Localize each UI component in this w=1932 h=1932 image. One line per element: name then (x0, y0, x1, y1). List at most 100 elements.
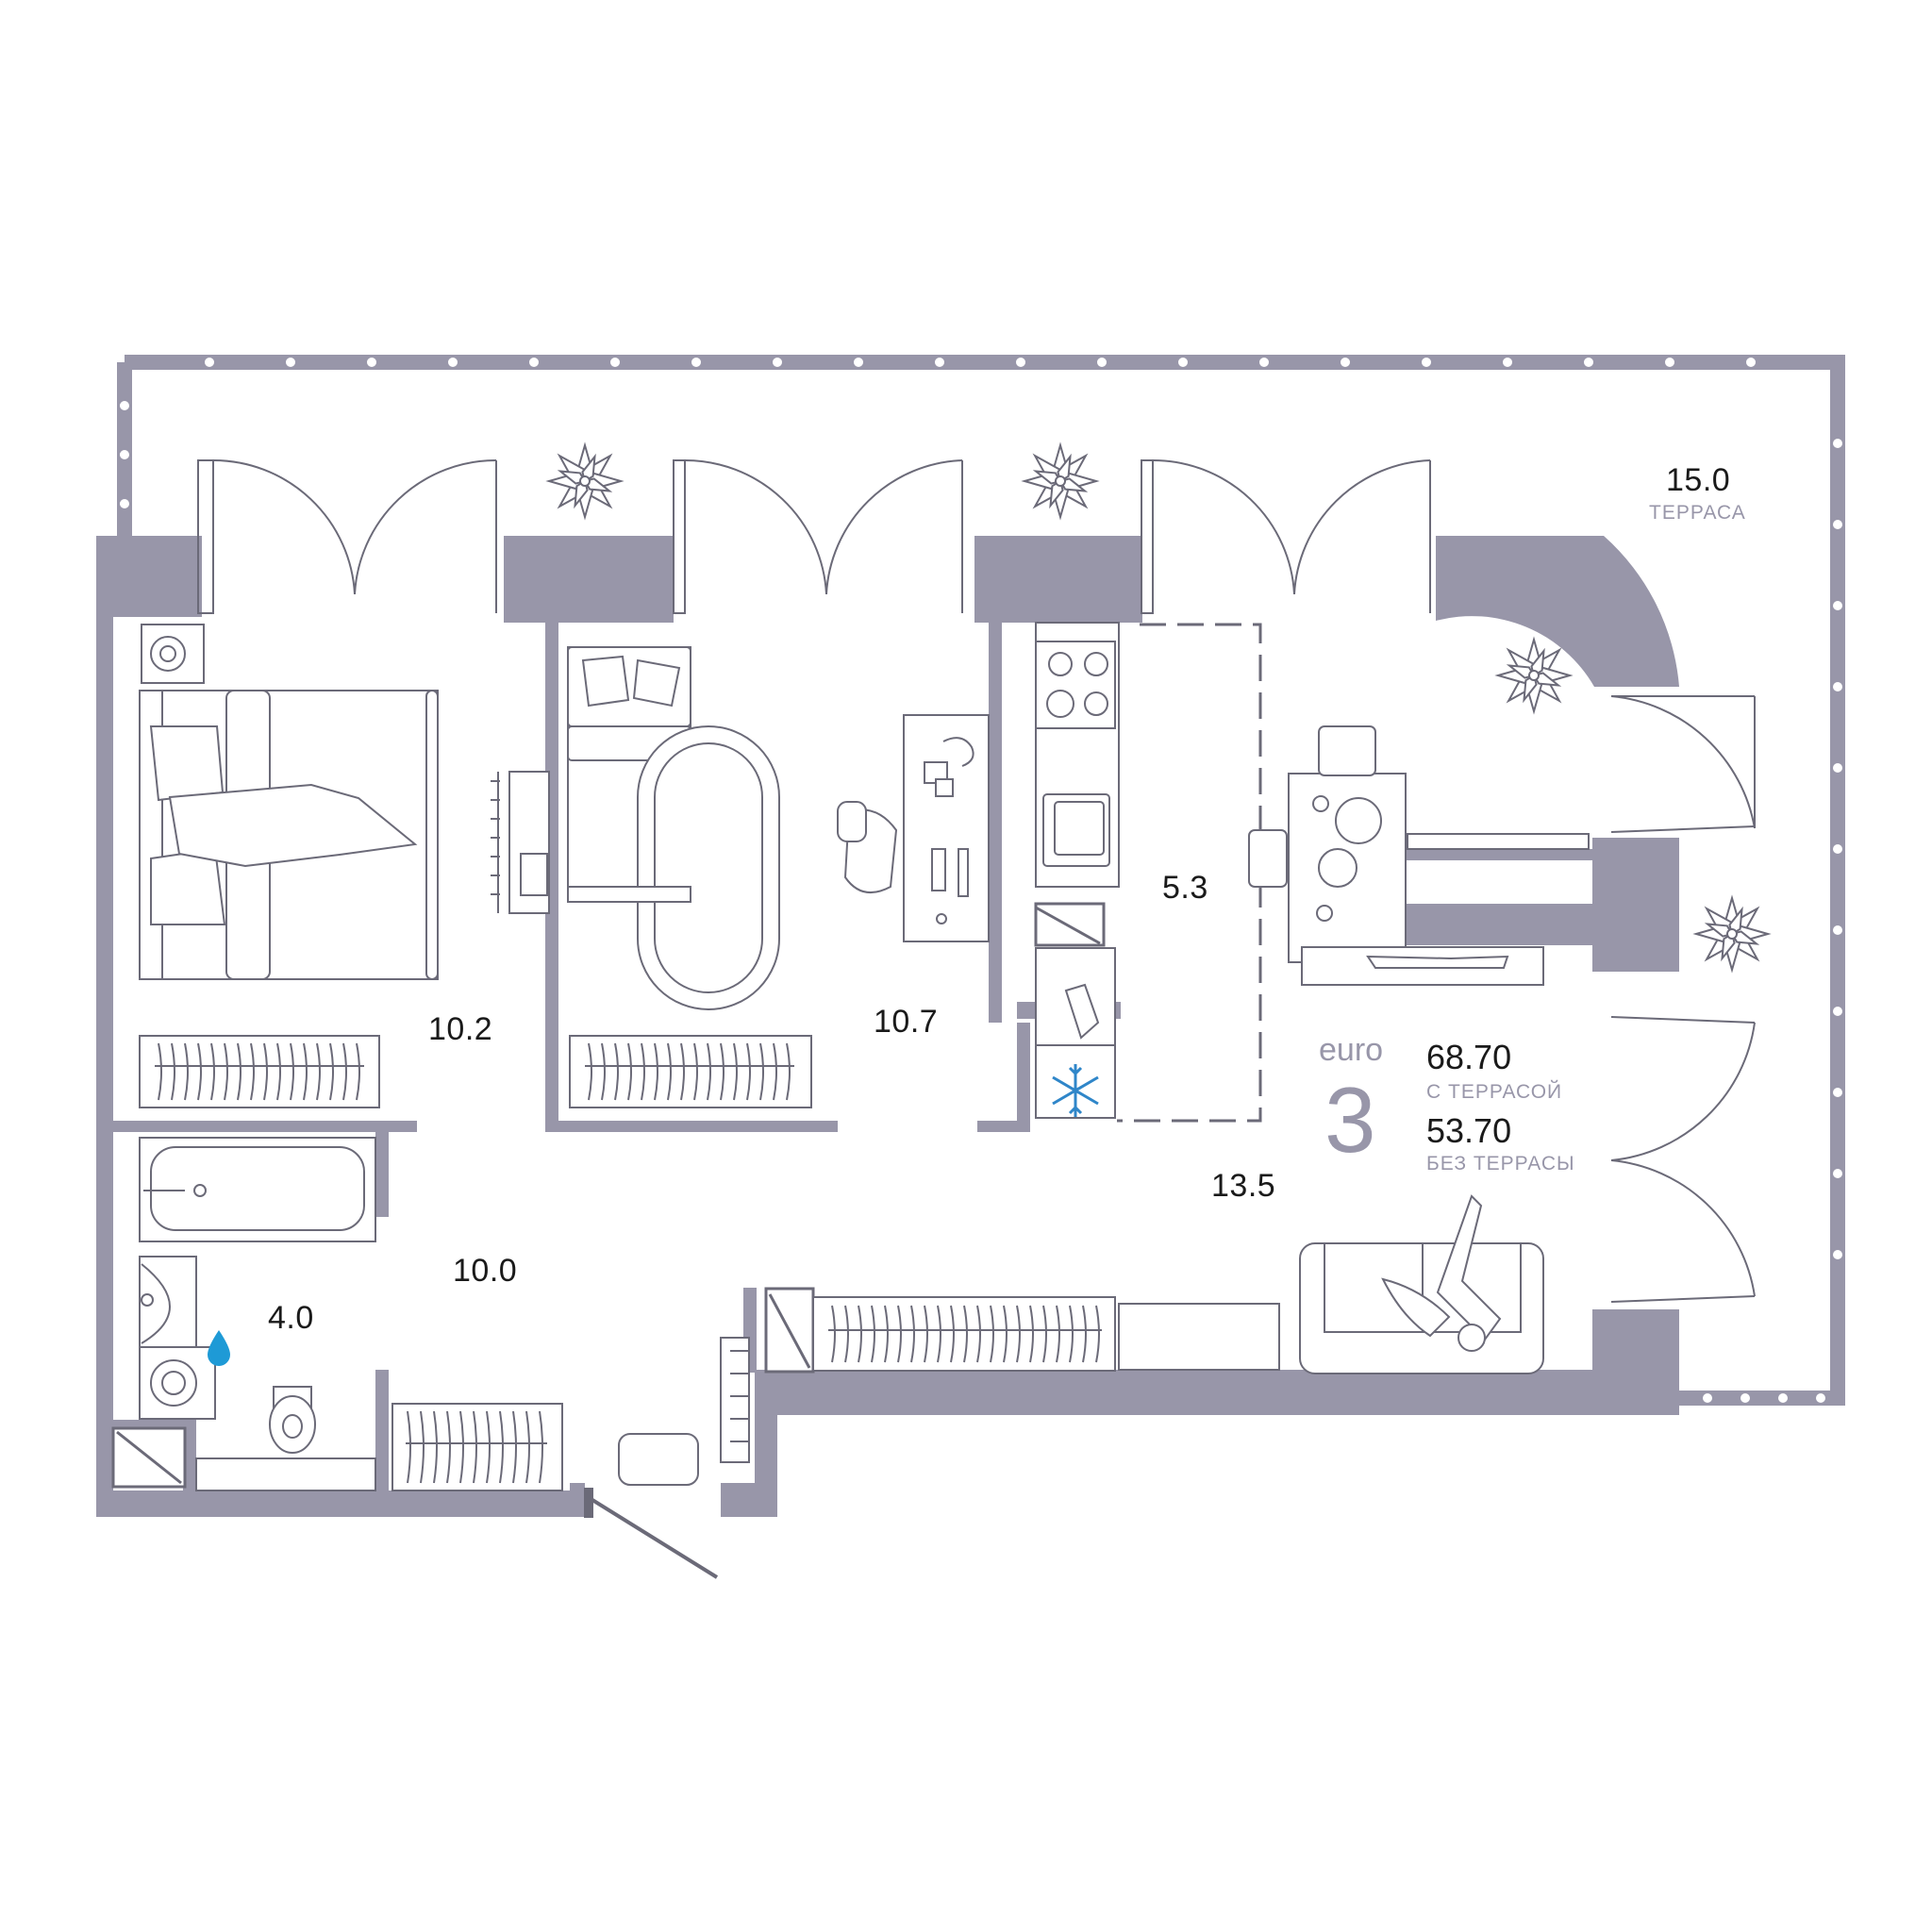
radiator-fin (654, 1042, 658, 1101)
bed-icon-2 (567, 646, 780, 1010)
railing-post (1833, 439, 1842, 448)
radiator-fin (171, 1042, 175, 1101)
radiator-fin (1029, 1305, 1034, 1363)
radiator-fin (473, 1410, 477, 1484)
railing-post (1833, 844, 1842, 854)
radiator-fin (759, 1042, 764, 1101)
railing-post (1665, 358, 1674, 367)
radiator-fin (884, 1305, 889, 1363)
radiator-fin (446, 1410, 451, 1484)
area-with-terrace: 68.70 (1426, 1038, 1512, 1076)
radiator-fin (1016, 1305, 1021, 1363)
radiator-fin (627, 1042, 632, 1101)
railing-post (205, 358, 214, 367)
railing-post (1778, 1393, 1788, 1403)
radiator-fin (433, 1410, 438, 1484)
kitchen-area: 5.3 (1162, 870, 1208, 906)
railing-post (1422, 358, 1431, 367)
flat-type-label: euro (1319, 1032, 1384, 1068)
hall-area: 10.0 (453, 1253, 518, 1289)
bedroom2-area: 10.7 (874, 1004, 939, 1040)
radiator-fin (990, 1305, 994, 1363)
radiator-fin (937, 1305, 941, 1363)
radiator-fin (1056, 1305, 1060, 1363)
radiator-fin (773, 1042, 777, 1101)
entry-bench (618, 1337, 750, 1486)
desk-icon-2 (903, 714, 990, 942)
radiator-fin (831, 1305, 836, 1363)
radiator-fin (459, 1410, 464, 1484)
desk-icon (491, 771, 550, 914)
railing-post (691, 358, 701, 367)
bath-area: 4.0 (268, 1300, 314, 1336)
radiator-fin (224, 1042, 228, 1101)
railing-post (1833, 763, 1842, 773)
railing-post (286, 358, 295, 367)
railing-post (1833, 682, 1842, 691)
railing-post (1833, 925, 1842, 935)
radiator-fin (499, 1410, 504, 1484)
radiator-fin (950, 1305, 955, 1363)
radiator-fin (858, 1305, 862, 1363)
radiator-fin (407, 1410, 411, 1484)
railing-post (1833, 1007, 1842, 1016)
railing-post (1833, 520, 1842, 529)
radiator-fin (871, 1305, 875, 1363)
railing-post (1833, 1250, 1842, 1259)
railing-post (1016, 358, 1025, 367)
radiator-fin (158, 1042, 162, 1101)
with-terrace-label: С ТЕРРАСОЙ (1426, 1081, 1563, 1103)
railing-post (529, 358, 539, 367)
radiator-fin (263, 1042, 268, 1101)
railing-post (935, 358, 944, 367)
room-count: 3 (1324, 1068, 1376, 1172)
radiator-fin (486, 1410, 491, 1484)
washing-machine-icon (139, 1346, 216, 1420)
walls (96, 536, 1679, 1517)
radiator-fin (316, 1042, 321, 1101)
sink-icon (1042, 793, 1110, 867)
radiator-fin (329, 1042, 334, 1101)
tv-icon (1301, 833, 1590, 986)
radiator-fin (693, 1042, 698, 1101)
railing-post (120, 450, 129, 459)
railing-post (854, 358, 863, 367)
railing-post (1746, 358, 1756, 367)
radiator-fin (290, 1042, 294, 1101)
radiator-fin (184, 1042, 189, 1101)
radiator-fin (720, 1042, 724, 1101)
radiator-fin (303, 1042, 308, 1101)
radiator-fin (976, 1305, 981, 1363)
railing-post (773, 358, 782, 367)
radiator-fin (342, 1042, 347, 1101)
radiator-fin (963, 1305, 968, 1363)
radiator-fin (733, 1042, 738, 1101)
radiator-fin (641, 1042, 645, 1101)
terrace-doors (197, 458, 1756, 1579)
radiator-fin (210, 1042, 215, 1101)
kitchen-zone-outline (1117, 623, 1262, 1123)
bed-icon (139, 624, 439, 980)
radiator-fin (614, 1042, 619, 1101)
railing-post (120, 499, 129, 508)
radiator-fin (237, 1042, 242, 1101)
bedroom1-area: 10.2 (428, 1011, 493, 1047)
chair-icon (837, 801, 898, 894)
shaft-boxes (111, 902, 1106, 1489)
radiator-fin (539, 1410, 543, 1484)
terrace-area: 15.0 (1666, 462, 1731, 498)
railing-post (1178, 358, 1188, 367)
radiator-fin (356, 1042, 360, 1101)
railing-post (1833, 1169, 1842, 1178)
railing-post (1097, 358, 1107, 367)
railing-post (1833, 1088, 1842, 1097)
radiator-fin (601, 1042, 606, 1101)
radiator-fin (1042, 1305, 1047, 1363)
radiator-fin (1069, 1305, 1074, 1363)
radiator-fin (680, 1042, 685, 1101)
water-drop-icon (208, 1330, 230, 1366)
radiator-fin (250, 1042, 255, 1101)
radiator-fin (746, 1042, 751, 1101)
railing-post (120, 401, 129, 410)
